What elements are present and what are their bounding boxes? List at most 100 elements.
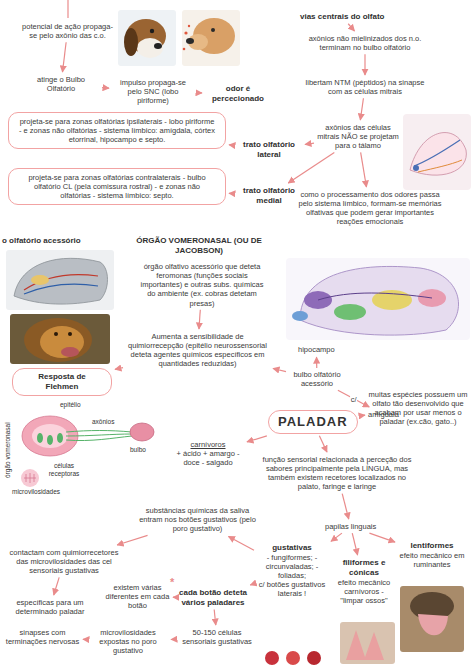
skull-section-drawing-part <box>24 275 98 290</box>
arrow-connector <box>214 610 216 626</box>
conical-papillae-photo <box>340 622 395 664</box>
node-text: atinge o Bulbo Olfatório <box>22 75 100 93</box>
figure-label: epitélio <box>60 401 81 409</box>
text-node: ÓRGÃO VOMERONASAL (OU DE JACOBSON) <box>128 236 270 256</box>
topic-box: projeta-se para zonas olfatórias ipsilat… <box>8 112 226 149</box>
text-node: contactam com quimiorrecetores das micro… <box>5 548 123 575</box>
lion-photo <box>10 314 110 364</box>
text-node: existem várias diferentes em cada botão <box>105 583 170 610</box>
incoming-line <box>68 0 69 18</box>
sniffing-dog-photo-part <box>186 38 194 44</box>
papillae-photos <box>265 651 321 665</box>
olfactory-brain-sketch-part <box>410 133 466 176</box>
node-text: PALADAR <box>278 414 348 430</box>
arrow-connector <box>247 436 267 442</box>
sniffing-dog-photo <box>182 10 240 66</box>
text-node: como o processamento dos odores passa pe… <box>295 190 445 227</box>
arrow-connector <box>331 533 342 541</box>
skull-section-drawing-part <box>31 275 49 285</box>
node-text: axônios das células mitrais NÃO se proje… <box>316 123 400 150</box>
figure-label: axônios <box>92 418 114 426</box>
lion-photo-part <box>61 347 79 357</box>
beagle-photo-part <box>137 38 163 58</box>
node-text: Aumenta a sensibilidade de quimiorrecepç… <box>125 332 270 369</box>
arrow-connector <box>369 533 395 542</box>
beagle-photo-part <box>118 10 176 66</box>
figure-label: * <box>170 576 174 589</box>
arrow-connector <box>196 92 202 93</box>
arrow-connector <box>117 535 147 545</box>
node-text: vias centrais do olfato <box>300 12 384 22</box>
text-node: atinge o Bulbo Olfatório <box>22 75 100 93</box>
arrow-connector <box>360 98 363 120</box>
node-text: potencial de ação propaga-se pelo axônio… <box>20 22 115 40</box>
node-text: como o processamento dos odores passa pe… <box>295 190 445 227</box>
brain-pathway-drawing-part <box>318 293 432 300</box>
node-text: carnívoros <box>172 440 244 449</box>
arrow-connector <box>83 639 86 640</box>
sniffing-dog-photo-part <box>183 48 186 51</box>
node-text: hipocampo <box>298 345 335 354</box>
conical-papillae-photo-part <box>346 630 384 660</box>
node-text: filiformes e cónicas <box>333 558 395 578</box>
text-node: hipocampo <box>298 345 335 354</box>
brain-pathway-drawing-part <box>286 258 470 340</box>
node-text: ÓRGÃO VOMERONASAL (OU DE JACOBSON) <box>128 236 270 256</box>
node-text: projeta-se para zonas olfatórias ipsilat… <box>18 117 216 144</box>
node-text: cada botão deteta vários paladares <box>178 588 248 608</box>
sniffing-dog-photo-part <box>211 28 215 32</box>
arrow-connector <box>360 415 365 417</box>
arrow-connector <box>250 584 254 585</box>
text-node: potencial de ação propaga-se pelo axônio… <box>20 22 115 40</box>
text-node: lentiformesefeito mecânico em ruminantes <box>398 541 466 569</box>
brain-pathway-drawing <box>286 258 470 340</box>
cow-tongue-photo-part <box>400 586 464 652</box>
node-text: bulbo olfatório acessório <box>288 370 346 388</box>
node-text: lentiformes <box>398 541 466 551</box>
text-node: axônios não mielinizados dos n.o. termin… <box>300 34 430 52</box>
node-text: gustativas <box>256 543 328 553</box>
node-text: órgão olfativo acessório que deteta fero… <box>138 262 266 308</box>
skull-section-drawing-part <box>24 284 98 294</box>
skull-section-drawing-part <box>6 250 114 310</box>
brain-pathway-drawing-part <box>292 311 308 321</box>
text-node: cada botão deteta vários paladares <box>178 588 248 608</box>
node-text: Resposta de Flehmen <box>22 372 102 392</box>
text-node: microvilosidades expostas no poro gustat… <box>88 628 168 655</box>
arrow-connector <box>288 152 334 183</box>
arrow-connector <box>173 597 176 598</box>
lion-photo-part <box>68 332 72 336</box>
arrow-connector <box>305 143 314 144</box>
beagle-photo-part <box>124 28 138 56</box>
arrow-connector <box>228 536 254 550</box>
arrow-connector <box>316 357 317 368</box>
node-text: microvilosidades expostas no poro gustat… <box>88 628 168 655</box>
arrow-connector <box>319 436 327 452</box>
text-node: libertam NTM (péptidos) na sinapse com a… <box>305 78 425 96</box>
text-node: função sensorial relacionada à perceção … <box>262 455 412 492</box>
arrow-connector <box>364 54 365 75</box>
node-text: c/ botões gustativos laterais ! <box>256 580 328 598</box>
lion-photo-part <box>10 314 110 364</box>
beagle-photo <box>118 10 176 66</box>
text-node: muitas espécies possuem um olfato tão de… <box>368 390 468 427</box>
vomeronasal-organ-drawing-part <box>24 473 36 483</box>
topic-box: Resposta de Flehmen <box>12 368 112 396</box>
text-node: papilas linguais <box>325 522 376 531</box>
lion-photo-part <box>40 326 84 358</box>
text-node: sinapses com terminações nervosas <box>5 628 80 646</box>
text-node: Aumenta a sensibilidade de quimiorrecepç… <box>125 332 270 369</box>
vomeronasal-organ-drawing-part <box>66 431 132 433</box>
node-text: função sensorial relacionada à perceção … <box>262 455 412 492</box>
arrow-connector <box>199 310 200 329</box>
text-node: 50-150 células sensoriais gustativas <box>178 628 256 646</box>
text-node: axônios das células mitrais NÃO se proje… <box>316 123 400 150</box>
olfactory-brain-sketch-part <box>418 160 462 172</box>
text-node: filiformes e cónicasefeito mecânico carn… <box>333 558 395 605</box>
arrow-connector <box>338 390 369 407</box>
arrow-connector <box>62 42 66 72</box>
arrow-connector <box>171 639 176 640</box>
papillae-photos-part <box>286 651 300 665</box>
vomeronasal-organ-drawing-part <box>21 469 39 487</box>
node-text: libertam NTM (péptidos) na sinapse com a… <box>305 78 425 96</box>
